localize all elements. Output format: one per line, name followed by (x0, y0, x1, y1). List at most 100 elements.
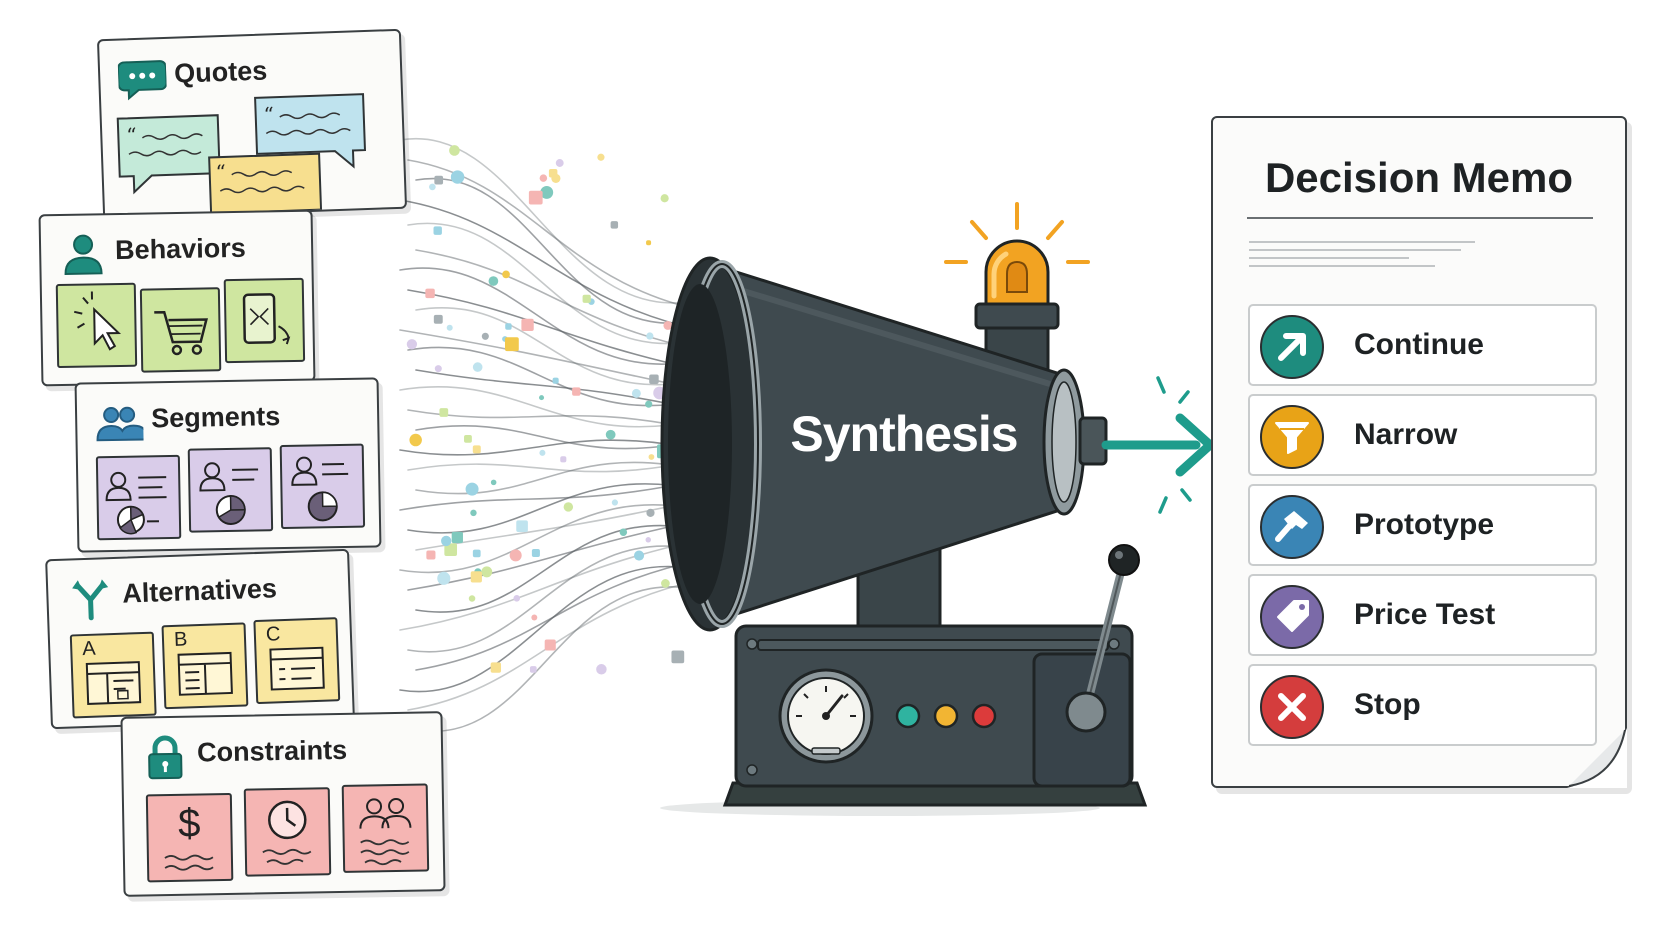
flow-line (407, 483, 701, 534)
persona-chart-icon (291, 456, 349, 522)
team-icon (359, 798, 412, 866)
constraint-note-time (243, 787, 332, 877)
warning-beacon-icon (944, 202, 1090, 306)
flow-particle (563, 502, 574, 512)
option-price-test[interactable]: Price Test (1248, 574, 1597, 656)
branch-icon (72, 579, 109, 621)
alternative-note-b: B (161, 622, 249, 710)
flow-particle (597, 153, 605, 161)
option-label: Prototype (1354, 508, 1495, 541)
flow-line (415, 425, 701, 450)
flow-particle (544, 639, 556, 651)
flow-particle (539, 449, 546, 456)
flow-line (415, 461, 701, 495)
option-label: Narrow (1354, 418, 1458, 451)
constraints-card: Constraints $ (120, 711, 446, 897)
constraint-note-budget: $ (145, 792, 234, 883)
flow-particle (449, 145, 460, 156)
flow-particle (468, 595, 476, 602)
flow-particle (649, 374, 659, 384)
flow-particle (528, 190, 543, 205)
option-label: Price Test (1354, 598, 1496, 631)
squiggle-lines (164, 854, 214, 871)
option-prototype[interactable]: Prototype (1248, 484, 1597, 566)
flow-particle (582, 294, 591, 303)
persona-chart-icon (199, 462, 259, 525)
flow-particle (521, 318, 534, 332)
flow-particle (465, 482, 479, 496)
flow-line (399, 385, 701, 428)
wireframe-layout-icon (85, 661, 142, 705)
user-group-icon (96, 406, 144, 442)
svg-text:“: “ (126, 123, 137, 147)
flow-line (399, 137, 701, 304)
flow-particle (470, 571, 482, 583)
funnel-icon (1260, 405, 1324, 469)
flow-particle (451, 531, 463, 544)
flow-particle (539, 395, 545, 401)
flow-line (407, 459, 701, 473)
flow-particle (646, 508, 655, 517)
flow-particle (472, 362, 483, 372)
flow-particle (434, 175, 444, 185)
option-narrow[interactable]: Narrow (1248, 394, 1597, 476)
flow-line (407, 289, 701, 371)
machine-lever[interactable] (1065, 544, 1140, 733)
flow-line (407, 545, 701, 653)
option-label: Stop (1354, 688, 1421, 721)
mobile-swipe-icon (242, 293, 291, 345)
segments-card: Segments (74, 377, 382, 553)
indicator-light-teal (895, 703, 921, 729)
flow-particle (661, 579, 670, 588)
flow-line (407, 222, 701, 345)
flow-line (415, 586, 701, 733)
wireframe-layout-icon (177, 651, 233, 696)
flow-particle (551, 173, 561, 183)
option-stop[interactable]: Stop (1248, 664, 1597, 746)
flow-particle (439, 408, 449, 417)
flow-particle (646, 240, 652, 246)
quote-bubbles: “ “ “ (116, 93, 367, 215)
flow-line (407, 409, 701, 431)
lock-icon (148, 735, 183, 780)
option-continue[interactable]: Continue (1248, 304, 1597, 386)
flow-particle (406, 339, 418, 350)
flow-particle (509, 549, 522, 562)
flow-line (407, 519, 701, 591)
segment-note-2 (187, 447, 274, 533)
flow-particle (472, 549, 481, 558)
flow-particle (540, 185, 554, 199)
segment-note-3 (279, 443, 366, 530)
pressure-gauge-icon (778, 668, 874, 764)
flow-particle (516, 520, 528, 533)
flow-particle (488, 276, 499, 286)
indicator-light-yellow (933, 703, 959, 729)
price-tag-icon (1260, 585, 1324, 649)
flow-particle (560, 456, 567, 463)
behavior-note-phone (223, 277, 306, 364)
flow-particle (531, 614, 538, 621)
flow-particle (441, 535, 452, 547)
flow-line (399, 267, 701, 366)
constraint-note-team (341, 783, 430, 873)
flow-particle (425, 288, 435, 299)
flow-particle (446, 324, 453, 331)
arrow-up-right-icon (1260, 315, 1324, 379)
flow-particle (409, 433, 422, 447)
segment-note-1 (95, 454, 182, 541)
flow-particle (619, 528, 628, 536)
svg-text:“: “ (263, 102, 274, 126)
shopping-cart-icon (154, 310, 208, 356)
flow-particle (596, 664, 607, 675)
flow-particle (605, 429, 616, 440)
flow-line (399, 199, 701, 331)
flow-particle (437, 571, 451, 585)
flow-particle (502, 270, 510, 279)
behavior-note-click (55, 282, 138, 369)
flow-line (399, 439, 701, 456)
flow-line (399, 479, 701, 511)
alternative-note-a: A (69, 631, 157, 719)
